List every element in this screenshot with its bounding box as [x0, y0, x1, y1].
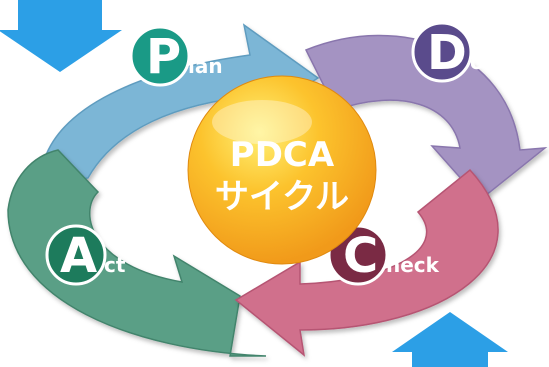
stage-arrow-act: [7, 149, 267, 357]
stage-arrow-plan: [39, 23, 320, 187]
check-initial: C: [343, 228, 378, 284]
do-initial: D: [427, 25, 467, 81]
down-arrow-icon: [0, 0, 122, 72]
stage-arrow-do: [304, 34, 548, 202]
center-sphere: PDCA サイクル: [187, 75, 377, 265]
act-initial: A: [60, 228, 97, 284]
center-subtitle: サイクル: [215, 177, 349, 217]
act-rest: ct: [104, 253, 126, 277]
check-rest: heck: [386, 253, 440, 277]
up-arrow-icon: [392, 312, 508, 367]
do-badge: D o: [411, 21, 484, 83]
center-title: PDCA: [230, 135, 335, 175]
plan-initial: P: [146, 29, 181, 85]
check-badge: C heck: [327, 224, 440, 286]
do-rest: o: [470, 50, 484, 74]
plan-badge: P lan: [129, 25, 223, 87]
stage-arrow-check: [234, 168, 499, 357]
plan-rest: lan: [188, 54, 223, 78]
act-badge: A ct: [45, 224, 126, 286]
